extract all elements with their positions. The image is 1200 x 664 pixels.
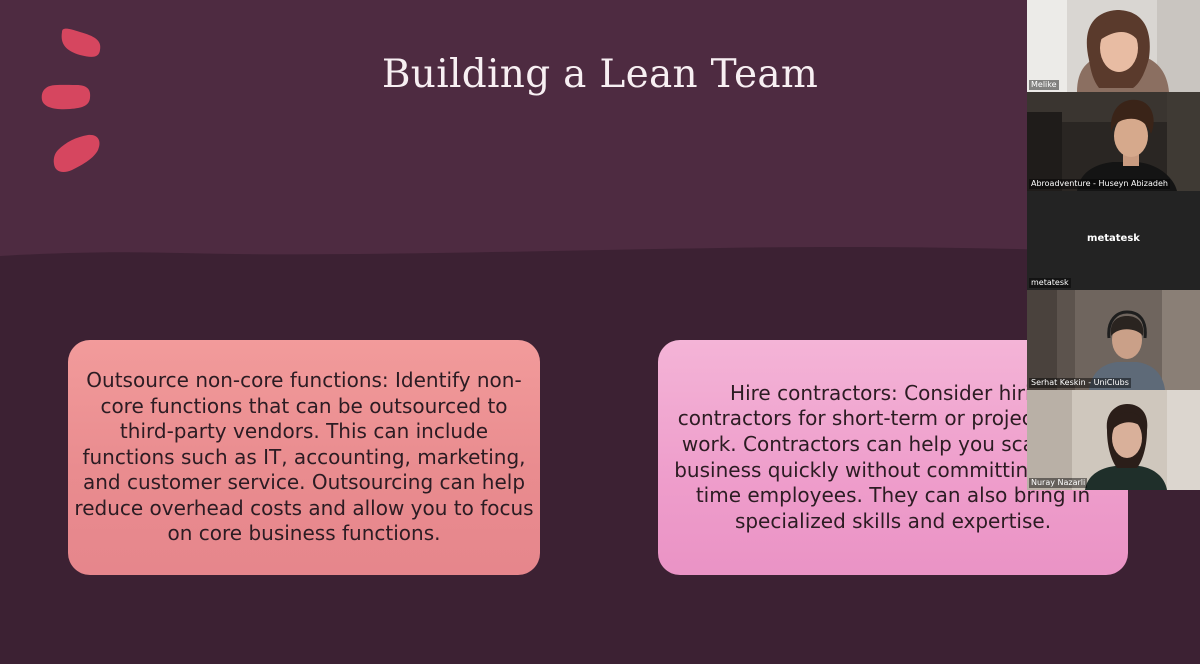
participant-video [1027, 92, 1200, 191]
participant-video [1027, 290, 1200, 390]
participant-tile-nuray[interactable]: Nuray Nazarli [1027, 390, 1200, 490]
participant-name-label: metatesk [1029, 278, 1071, 288]
outsource-card-text: Outsource non-core functions: Identify n… [74, 367, 534, 546]
decorative-strokes [41, 28, 101, 172]
participant-name-label: Abroadventure - Huseyn Abizadeh [1029, 179, 1170, 189]
participant-video [1027, 0, 1200, 92]
participant-name-label: Melike [1029, 80, 1059, 90]
participant-tile-metatesk[interactable]: metatesk metatesk [1027, 191, 1200, 290]
participant-name-label: Nuray Nazarli [1029, 478, 1088, 488]
participant-tile-huseyn[interactable]: Abroadventure - Huseyn Abizadeh [1027, 92, 1200, 191]
video-gallery: Melike Abroadventure - Huseyn Abizadeh m… [1027, 0, 1200, 490]
outsource-card: Outsource non-core functions: Identify n… [68, 340, 540, 575]
participant-name-label: Serhat Keskin - UniClubs [1029, 378, 1131, 388]
participant-tile-melike[interactable]: Melike [1027, 0, 1200, 92]
participant-tile-serhat[interactable]: Serhat Keskin - UniClubs [1027, 290, 1200, 390]
participant-video [1027, 390, 1200, 490]
participant-display-name: metatesk [1087, 233, 1140, 244]
slide-title: Building a Lean Team [381, 52, 819, 97]
